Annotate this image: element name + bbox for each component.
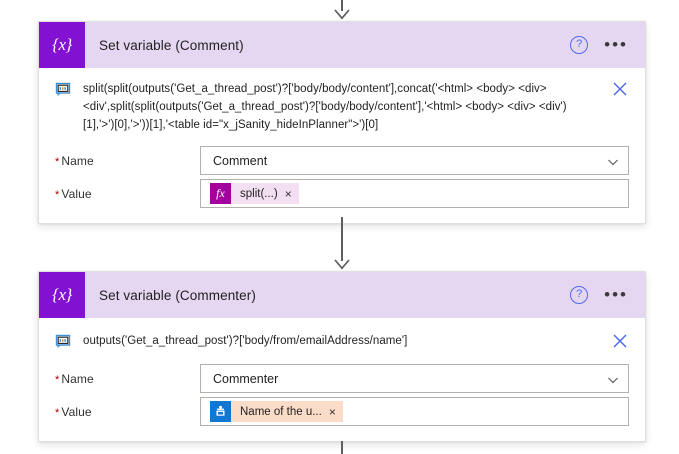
variable-icon-glyph: {x} xyxy=(52,35,72,54)
variable-icon: {x} xyxy=(39,272,85,318)
expression-token-label: split(...) xyxy=(240,187,278,200)
help-icon[interactable]: ? xyxy=(570,286,589,304)
fx-icon: fx xyxy=(210,183,231,204)
expression-preview-row: split(split(outputs('Get_a_thread_post')… xyxy=(39,68,645,144)
card-bottom-spacer xyxy=(39,428,645,441)
connector-bottom xyxy=(0,441,679,454)
variable-icon: {x} xyxy=(39,22,85,68)
close-icon[interactable] xyxy=(611,80,629,98)
card-header[interactable]: {x} Set variable (Comment) ? ••• xyxy=(39,22,645,68)
name-dropdown-value: Comment xyxy=(213,153,268,168)
required-asterisk: * xyxy=(55,188,60,201)
required-asterisk: * xyxy=(55,373,60,386)
card-header-actions: ? ••• xyxy=(570,286,645,304)
remove-token-icon[interactable]: × xyxy=(328,404,336,419)
card-title: Set variable (Comment) xyxy=(99,37,244,53)
comment-bubble-icon xyxy=(55,334,73,348)
field-row-name: *Name Comment xyxy=(39,144,645,177)
field-label-value: *Value xyxy=(55,187,200,201)
expression-text: outputs('Get_a_thread_post')?['body/from… xyxy=(83,335,408,347)
chevron-down-icon[interactable] xyxy=(607,155,619,167)
expression-token-body: split(...) × xyxy=(231,183,299,204)
field-label-text: Value xyxy=(61,404,92,419)
action-card-set-variable-comment[interactable]: {x} Set variable (Comment) ? ••• xyxy=(38,21,646,224)
comment-bubble-icon xyxy=(55,82,73,96)
field-label-name: *Name xyxy=(55,154,200,168)
name-dropdown[interactable]: Commenter xyxy=(200,364,629,393)
office-365-outlook-icon xyxy=(210,401,231,422)
field-label-text: Value xyxy=(61,186,92,201)
field-label-text: Name xyxy=(61,153,94,168)
field-label-text: Name xyxy=(61,371,94,386)
card-header[interactable]: {x} Set variable (Commenter) ? ••• xyxy=(39,272,645,318)
required-asterisk: * xyxy=(55,406,60,419)
field-row-name: *Name Commenter xyxy=(39,362,645,395)
value-input[interactable]: fx split(...) × xyxy=(200,179,629,208)
field-row-value: *Value fx split(...) × xyxy=(39,177,645,210)
field-row-value: *Value Name of the u... xyxy=(39,395,645,428)
expression-preview-row: outputs('Get_a_thread_post')?['body/from… xyxy=(39,318,645,362)
connector-between-arrowhead xyxy=(333,259,351,270)
connector-top-arrowhead xyxy=(333,9,351,20)
card-body: outputs('Get_a_thread_post')?['body/from… xyxy=(39,318,645,441)
name-dropdown[interactable]: Comment xyxy=(200,146,629,175)
expression-token[interactable]: fx split(...) × xyxy=(210,183,299,204)
help-icon[interactable]: ? xyxy=(570,36,589,54)
remove-token-icon[interactable]: × xyxy=(284,186,292,201)
card-bottom-spacer xyxy=(39,210,645,223)
variable-icon-glyph: {x} xyxy=(52,285,72,304)
connector-bottom-line xyxy=(341,441,343,454)
required-asterisk: * xyxy=(55,155,60,168)
dynamic-content-token-label: Name of the u... xyxy=(240,405,322,418)
dynamic-content-token-body: Name of the u... × xyxy=(231,401,343,422)
more-options-icon[interactable]: ••• xyxy=(604,285,628,304)
connector-top xyxy=(0,0,679,22)
more-options-icon[interactable]: ••• xyxy=(604,35,628,54)
chevron-down-icon[interactable] xyxy=(607,373,619,385)
card-header-actions: ? ••• xyxy=(570,36,645,54)
close-icon[interactable] xyxy=(611,332,629,350)
dynamic-content-token[interactable]: Name of the u... × xyxy=(210,401,343,422)
value-input[interactable]: Name of the u... × xyxy=(200,397,629,426)
connector-top-line xyxy=(341,0,343,11)
field-label-value: *Value xyxy=(55,405,200,419)
expression-text: split(split(outputs('Get_a_thread_post')… xyxy=(83,83,567,131)
connector-between-cards xyxy=(0,217,679,272)
name-dropdown-value: Commenter xyxy=(213,371,279,386)
card-body: split(split(outputs('Get_a_thread_post')… xyxy=(39,68,645,223)
action-card-set-variable-commenter[interactable]: {x} Set variable (Commenter) ? ••• xyxy=(38,271,646,442)
field-label-name: *Name xyxy=(55,372,200,386)
card-title: Set variable (Commenter) xyxy=(99,287,256,303)
